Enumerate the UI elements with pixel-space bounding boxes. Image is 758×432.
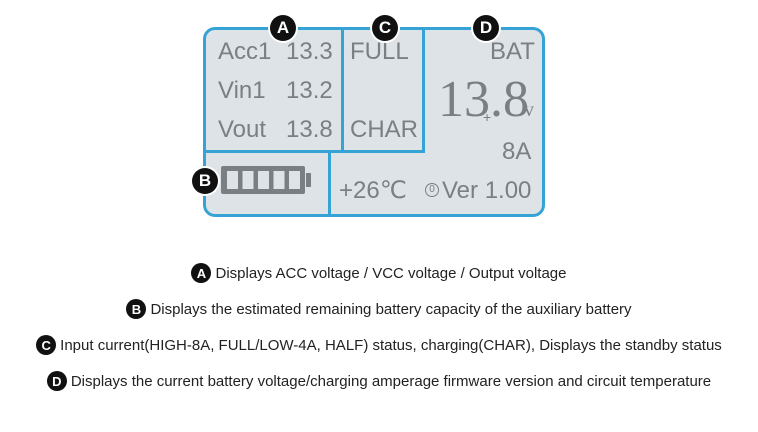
firmware-version: Ver 1.00: [442, 177, 532, 204]
battery-cell: [258, 171, 269, 189]
bat-unit: v: [524, 99, 534, 121]
bat-current: 8A: [502, 138, 532, 165]
caption-text-b: Displays the estimated remaining battery…: [150, 300, 632, 318]
vin-label: Vin1: [218, 77, 266, 104]
battery-cell: [289, 171, 300, 189]
caption-badge-d: D: [46, 371, 67, 391]
divider-right-bottom: [328, 150, 425, 153]
version-icon-glyph: 0: [429, 184, 435, 195]
divider-bottom-left: [206, 150, 331, 153]
caption-badge-b: B: [126, 299, 147, 319]
acc-value: 13.3: [286, 38, 333, 65]
caption-text-d: Displays the current battery voltage/cha…: [70, 372, 712, 390]
divider-a-c: [341, 30, 344, 153]
divider-c-d: [422, 30, 425, 153]
status-char: CHAR: [350, 116, 419, 143]
battery-cell: [242, 171, 254, 189]
lcd-display: Acc1 13.3 Vin1 13.2 Vout 13.8 FULL CHAR …: [203, 27, 545, 217]
caption-text-a: Displays ACC voltage / VCC voltage / Out…: [215, 264, 567, 282]
caption-a: A Displays ACC voltage / VCC voltage / O…: [0, 263, 758, 283]
caption-text-c: Input current(HIGH-8A, FULL/LOW-4A, HALF…: [60, 336, 722, 354]
status-full: FULL: [350, 38, 409, 65]
bat-voltage: 13.8: [438, 71, 529, 128]
battery-cell: [227, 171, 238, 189]
vout-label: Vout: [218, 116, 267, 143]
marker-b: B: [192, 168, 218, 194]
acc-label: Acc1: [218, 38, 272, 65]
battery-cell: [273, 171, 285, 189]
caption-d: D Displays the current battery voltage/c…: [0, 371, 758, 391]
bat-label: BAT: [490, 38, 535, 65]
vin-value: 13.2: [286, 77, 333, 104]
bat-plus-indicator: +: [483, 109, 492, 125]
temperature: +26℃: [339, 177, 407, 204]
caption-badge-a: A: [191, 263, 212, 283]
marker-c: C: [372, 15, 398, 41]
battery-icon: [221, 166, 311, 194]
divider-b-d: [328, 150, 331, 214]
version-icon: 0: [425, 183, 439, 197]
marker-d: D: [473, 15, 499, 41]
caption-c: C Input current(HIGH-8A, FULL/LOW-4A, HA…: [0, 335, 758, 355]
caption-b: B Displays the estimated remaining batte…: [0, 299, 758, 319]
vout-value: 13.8: [286, 116, 333, 143]
marker-a: A: [270, 15, 296, 41]
caption-badge-c: C: [36, 335, 57, 355]
